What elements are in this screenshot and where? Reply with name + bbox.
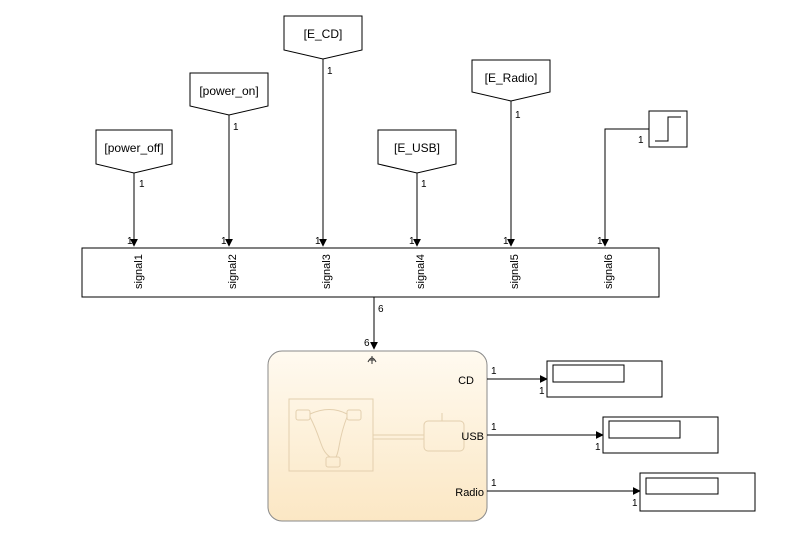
bus-inputs: 1 1 1 1 1 1 signal1 signal2 signal3 sign… xyxy=(127,236,615,289)
display-value-field xyxy=(608,420,681,439)
port-number: 1 xyxy=(491,478,497,489)
port-number: 1 xyxy=(595,442,601,453)
display-block-cd[interactable]: 1 xyxy=(539,360,663,398)
port-number: 1 xyxy=(409,236,415,247)
bus-output-line[interactable]: 6 6 xyxy=(364,297,384,350)
port-number: 1 xyxy=(127,236,133,247)
from-tag-label: [E_USB] xyxy=(394,141,440,155)
signal-name: signal5 xyxy=(509,254,521,289)
display-block-radio[interactable]: 1 xyxy=(632,472,756,512)
signal-width-label: 6 xyxy=(378,304,384,315)
signal-lines xyxy=(130,59,649,247)
from-tag-label: [E_Radio] xyxy=(485,71,538,85)
port-number: 1 xyxy=(421,179,427,190)
signal-line[interactable] xyxy=(601,128,649,247)
signal-name: signal6 xyxy=(603,254,615,289)
bus-creator-block[interactable]: 1 1 1 1 1 1 signal1 signal2 signal3 sign… xyxy=(81,236,660,298)
port-number: 1 xyxy=(515,110,521,121)
signal-name: signal3 xyxy=(321,254,333,289)
signal-name: signal4 xyxy=(415,254,427,289)
display-block-usb[interactable]: 1 xyxy=(595,416,719,454)
port-number: 1 xyxy=(491,366,497,377)
port-number: 1 xyxy=(221,236,227,247)
port-number: 1 xyxy=(327,66,333,77)
from-block-e-usb[interactable]: [E_USB] 1 xyxy=(377,129,457,190)
display-value-field xyxy=(645,477,719,495)
signal-name: signal2 xyxy=(227,254,239,289)
chart-output-port-usb: USB xyxy=(461,431,484,443)
chart-output-port-cd: CD xyxy=(458,375,474,387)
signal-name: signal1 xyxy=(133,254,145,289)
port-number: 1 xyxy=(632,498,638,509)
port-number: 1 xyxy=(539,386,545,397)
from-tag-label: [power_off] xyxy=(104,141,163,155)
port-number: 6 xyxy=(364,338,370,349)
port-number: 1 xyxy=(597,236,603,247)
from-block-power-off[interactable]: [power_off] 1 xyxy=(95,129,173,190)
stateflow-chart-icon xyxy=(367,356,377,364)
output-lines xyxy=(487,375,641,495)
display-value-field xyxy=(552,364,625,383)
port-number: 1 xyxy=(491,422,497,433)
from-block-e-cd[interactable]: [E_CD] 1 xyxy=(283,15,363,77)
from-tag-label: [power_on] xyxy=(199,84,258,98)
port-number: 1 xyxy=(638,135,644,146)
step-icon xyxy=(655,116,681,142)
port-number: 1 xyxy=(139,179,145,190)
port-number: 1 xyxy=(315,236,321,247)
step-block[interactable]: 1 xyxy=(638,110,688,148)
chart-output-port-radio: Radio xyxy=(455,487,484,499)
port-number: 1 xyxy=(233,122,239,133)
from-block-power-on[interactable]: [power_on] 1 xyxy=(189,72,269,133)
stateflow-chart-block[interactable]: CD USB Radio xyxy=(267,350,488,522)
chart-preview-icon xyxy=(288,398,465,472)
from-tag-label: [E_CD] xyxy=(304,27,343,41)
from-block-e-radio[interactable]: [E_Radio] 1 xyxy=(471,59,551,121)
port-number: 1 xyxy=(503,236,509,247)
